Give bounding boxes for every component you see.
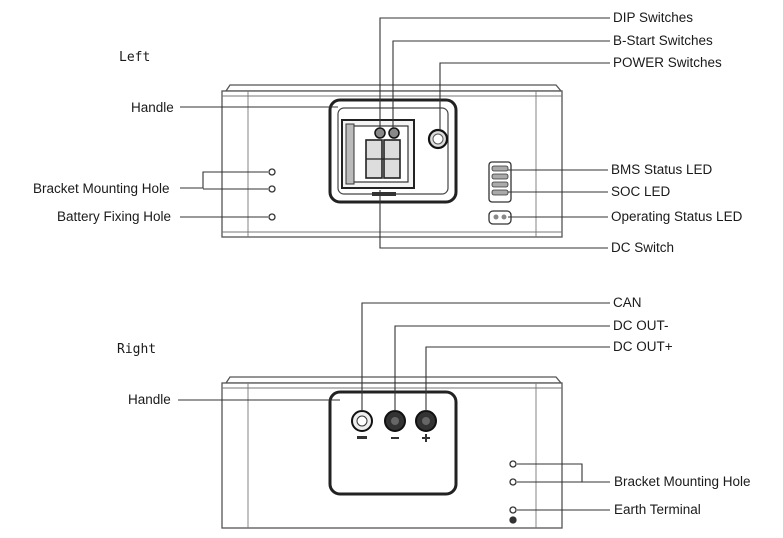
left-leader-lines [180,17,610,249]
label-dip-switches: DIP Switches [613,10,693,25]
right-view-title: Right [117,342,156,357]
dip-switch-icon [374,127,386,139]
label-right-handle: Handle [128,392,171,407]
label-dc-out-minus: DC OUT- [613,318,669,333]
left-bracket-hole-2 [268,185,276,193]
label-can: CAN [613,295,642,310]
label-b-start-switches: B-Start Switches [613,33,713,48]
left-view-title: Left [119,50,150,65]
earth-terminal [509,506,517,514]
earth-terminal-screw [509,516,517,524]
right-bracket-hole-1 [509,460,517,468]
label-battery-fixing-hole: Battery Fixing Hole [57,209,171,224]
right-leader-lines [178,302,610,511]
label-right-bracket-mounting-hole: Bracket Mounting Hole [614,474,751,489]
label-dc-switch: DC Switch [611,240,674,255]
operating-status-led [488,210,512,225]
label-operating-status-led: Operating Status LED [611,209,743,224]
label-dc-out-plus: DC OUT+ [613,339,673,354]
led-panel [488,161,512,225]
right-connector-panel [328,390,458,496]
label-power-switches: POWER Switches [613,55,722,70]
label-soc-led: SOC LED [611,184,671,199]
label-earth-terminal: Earth Terminal [614,502,701,517]
label-left-handle: Handle [131,100,174,115]
battery-fixing-hole [268,213,276,221]
label-bms-status-led: BMS Status LED [611,162,713,177]
b-start-switch-icon [388,127,400,139]
left-bracket-hole-1 [268,168,276,176]
label-left-bracket-mounting-hole: Bracket Mounting Hole [33,181,170,196]
right-bracket-hole-2 [509,478,517,486]
